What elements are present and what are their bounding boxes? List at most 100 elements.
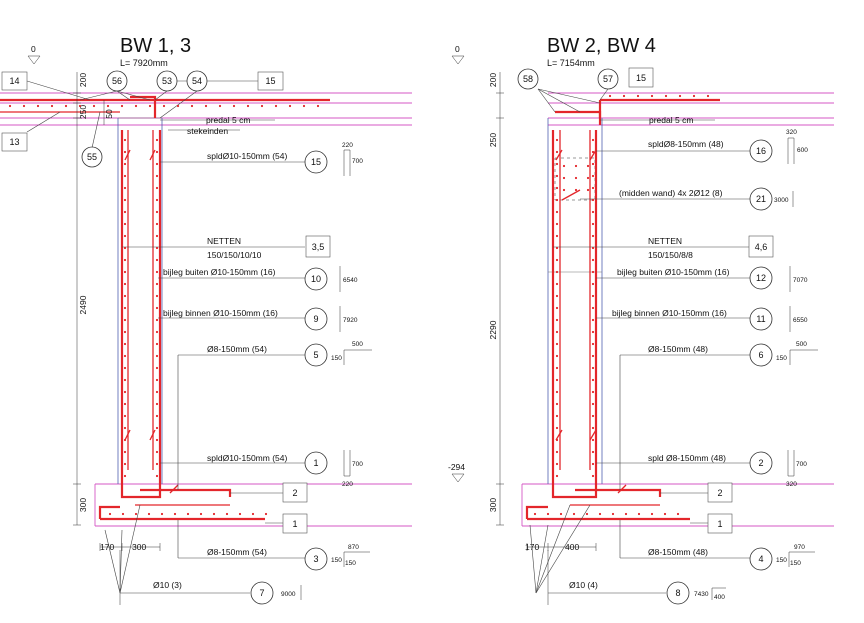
mark-box-1 — [707, 513, 733, 534]
rebar-dot — [123, 342, 127, 346]
mark-box-14 — [1, 71, 28, 91]
rebar-dot — [591, 282, 595, 286]
rebar-dot — [562, 176, 566, 180]
level-triangle-icon — [27, 55, 41, 65]
rebar-dot — [123, 330, 127, 334]
mark-6: 6 — [758, 350, 763, 360]
dim-250: 250 — [78, 105, 88, 119]
shape-1-a: 700 — [352, 461, 363, 468]
dim-300: 300 — [488, 498, 498, 512]
dim-300-bottom: 300 — [132, 542, 146, 552]
rebar-dot — [123, 474, 127, 478]
rebar-dot — [555, 414, 559, 418]
mark-circle-21 — [749, 187, 773, 211]
rebar-dot — [591, 174, 595, 178]
mark-3: 3 — [313, 554, 318, 564]
rebar-dot — [155, 234, 159, 238]
rebar-dot — [555, 462, 559, 466]
mark-circle-56 — [106, 70, 128, 92]
rebar-dot — [591, 402, 595, 406]
rebar-dot — [123, 402, 127, 406]
mark-box-netten — [305, 235, 331, 258]
mark-4: 4 — [758, 554, 763, 564]
bending-shapes: 320 600 3000 7070 6550 500 150 700 320 9… — [694, 129, 818, 601]
rebar-dot — [591, 186, 595, 190]
label-diag-bars: Ø10 (4) — [569, 580, 598, 590]
rebar-dot — [123, 198, 127, 202]
rebar-dot — [155, 174, 159, 178]
shape-21: 3000 — [774, 197, 789, 204]
rebar-dot — [555, 378, 559, 382]
rebar-dot — [199, 512, 203, 516]
rebar-dot — [676, 512, 680, 516]
rebar-dot — [591, 306, 595, 310]
label-beugel: Ø8-150mm (54) — [207, 344, 267, 354]
mark-54: 54 — [192, 76, 202, 86]
shape-2-a: 700 — [796, 461, 807, 468]
label-spld-bottom: spldØ10-150mm (54) — [207, 453, 287, 463]
mark-box-netten — [748, 235, 774, 258]
rebar-dot — [663, 512, 667, 516]
shape-1-b: 220 — [342, 481, 353, 488]
leader-lines — [26, 80, 305, 594]
mark-15-box: 15 — [265, 76, 275, 86]
rebar-dot — [555, 258, 559, 262]
rebar-dot — [155, 306, 159, 310]
rebar-dot — [176, 104, 180, 108]
vertical-dimensions: 200 250 2290 300 — [488, 72, 504, 526]
rebar-dot — [36, 104, 40, 108]
rebar-dot — [555, 330, 559, 334]
rebar-dot — [155, 342, 159, 346]
horizontal-dimensions: 170 400 — [525, 542, 597, 605]
slab-lines — [521, 92, 834, 527]
mark-box-1 — [282, 513, 308, 534]
shape-11: 6550 — [793, 317, 808, 324]
rebar-dot — [591, 198, 595, 202]
mark-circle-15 — [304, 150, 328, 174]
rebar-dot — [121, 512, 125, 516]
mark-1: 1 — [313, 458, 318, 468]
rebar-dot — [706, 94, 710, 98]
label-spld-top: spldØ10-150mm (54) — [207, 151, 287, 161]
mark-57: 57 — [603, 74, 613, 84]
rebar-dot — [225, 512, 229, 516]
rebar-dot — [650, 94, 654, 98]
rebar-dot — [591, 150, 595, 154]
label-bijleg-binnen: bijleg binnen Ø10-150mm (16) — [612, 308, 727, 318]
level-marker-0: 0 — [455, 44, 460, 54]
shape-15-b: 700 — [352, 158, 363, 165]
shape-9: 7920 — [343, 317, 358, 324]
rebar-dot — [555, 210, 559, 214]
rebar-dot — [155, 294, 159, 298]
mark-box-15 — [257, 71, 284, 91]
rebar-dot — [555, 186, 559, 190]
rebar-dot — [155, 402, 159, 406]
mark-11: 11 — [756, 314, 765, 324]
mark-circle-11 — [749, 307, 773, 331]
mark-box-2 — [707, 482, 733, 503]
rebar-dot — [123, 174, 127, 178]
rebar-dot — [586, 176, 590, 180]
rebar-dot — [591, 426, 595, 430]
rebar-dot — [155, 426, 159, 430]
wall-outline — [547, 118, 603, 484]
dim-50: 50 — [104, 109, 114, 119]
rebar-dot — [598, 512, 602, 516]
mark-circle-55 — [81, 146, 103, 168]
rebar-dot — [155, 462, 159, 466]
rebar-dot — [555, 282, 559, 286]
rebar-dot — [155, 198, 159, 202]
mark-circle-3 — [304, 547, 328, 571]
shape-16-a: 320 — [786, 129, 797, 136]
bending-shapes: 220 700 6540 7920 500 150 700 220 870 15… — [281, 142, 372, 600]
rebar-dot — [123, 426, 127, 430]
rebar-dot — [591, 462, 595, 466]
rebar-dot — [555, 426, 559, 430]
label-stekeinden: stekeinden — [187, 126, 228, 136]
rebar-dot — [591, 246, 595, 250]
rebar-dot — [555, 354, 559, 358]
rebar-dot — [288, 104, 292, 108]
mark-circle-8 — [666, 581, 690, 605]
leader-lines — [529, 88, 750, 594]
